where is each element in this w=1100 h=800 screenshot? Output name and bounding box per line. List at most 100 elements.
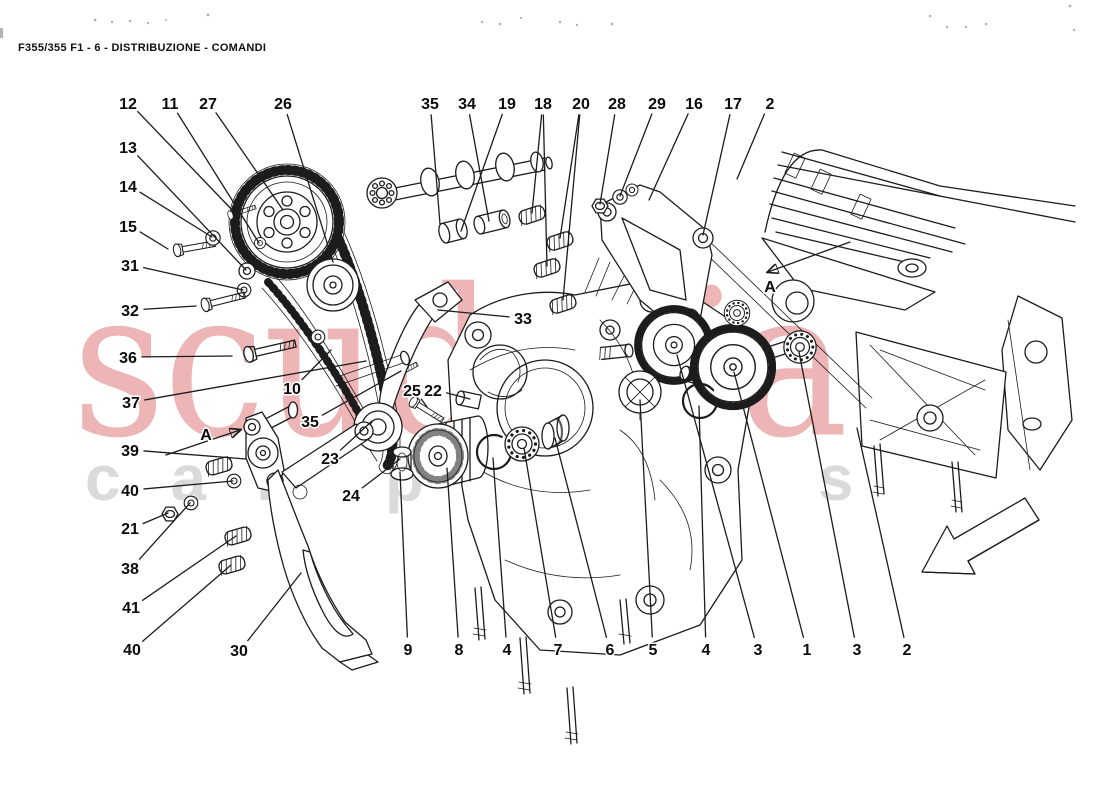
leader-line-25 [420, 398, 428, 408]
leader-line-40 [143, 480, 234, 490]
callout-39: 39 [121, 443, 139, 460]
leader-line-23 [339, 420, 373, 451]
callout-21: 21 [121, 521, 139, 538]
callout-24: 24 [342, 488, 360, 505]
callout-30: 30 [230, 643, 248, 660]
callout-35: 35 [421, 96, 439, 113]
leader-line-7 [523, 447, 557, 638]
callout-2: 2 [766, 96, 775, 113]
callout-19: 19 [498, 96, 516, 113]
support-bracket [597, 184, 714, 346]
callout-12: 12 [119, 96, 137, 113]
callout-9: 9 [404, 642, 413, 659]
leader-line-33 [437, 309, 510, 318]
leader-line-12 [137, 110, 237, 215]
leader-line-4 [698, 405, 707, 638]
callout-13: 13 [119, 140, 137, 157]
spacer-bush [541, 414, 570, 450]
callout-11: 11 [162, 96, 179, 113]
tensioner-roller [306, 258, 360, 312]
leader-line-3 [798, 351, 855, 638]
callout-3: 3 [853, 642, 862, 659]
left-fasteners [161, 202, 411, 576]
leader-line-35 [321, 370, 402, 416]
callout-28: 28 [608, 96, 626, 113]
paper-specks [0, 4, 1076, 38]
callout-8: 8 [455, 642, 464, 659]
leader-line-4 [492, 457, 507, 638]
callout-16: 16 [685, 96, 703, 113]
leader-line-37 [144, 360, 367, 401]
leader-line-34 [468, 114, 490, 222]
leader-line-31 [143, 266, 244, 291]
leader-line-38 [138, 502, 191, 560]
callout-6: 6 [606, 642, 615, 659]
callout-20: 20 [572, 96, 590, 113]
leader-line-10 [301, 349, 332, 381]
callout-23: 23 [321, 451, 339, 468]
callout-1: 1 [803, 642, 812, 659]
callout-5: 5 [649, 642, 658, 659]
leader-line-21 [142, 512, 169, 525]
leader-line-32 [143, 305, 197, 310]
leader-line-8 [446, 467, 459, 638]
leader-line-20 [559, 114, 580, 239]
reference-arrow-A-0 [165, 430, 240, 456]
reference-letters-layer: AA [165, 241, 851, 456]
callout-4: 4 [503, 642, 512, 659]
reference-arrow-A-1 [768, 241, 851, 272]
circlip-large [681, 382, 719, 420]
callout-18: 18 [534, 96, 552, 113]
mid-hardware [385, 183, 639, 426]
leader-line-6 [554, 437, 608, 639]
timing-gears [599, 299, 818, 420]
leader-line-9 [399, 471, 409, 638]
leader-line-5 [639, 399, 653, 638]
leader-line-29 [619, 113, 653, 197]
callout-27: 27 [199, 96, 217, 113]
leader-line-2 [856, 427, 905, 638]
callout-33: 33 [514, 311, 532, 328]
leader-line-17 [702, 114, 731, 236]
leader-line-18 [542, 114, 548, 267]
leader-line-39 [143, 450, 247, 460]
callout-35: 35 [301, 414, 319, 431]
callout-25: 25 [403, 383, 421, 400]
camshaft-pulley [240, 175, 334, 269]
reference-letter-A-0: A [200, 427, 212, 444]
callout-7: 7 [554, 642, 563, 659]
tensioner-lever [267, 469, 379, 671]
leader-line-19 [460, 113, 503, 232]
leader-line-2 [736, 113, 766, 180]
callout-40: 40 [121, 483, 139, 500]
callout-34: 34 [458, 96, 476, 113]
leader-line-35 [430, 114, 441, 225]
callout-2: 2 [903, 642, 912, 659]
callout-14: 14 [119, 179, 137, 196]
callout-3: 3 [754, 642, 763, 659]
callout-32: 32 [121, 303, 139, 320]
callout-37: 37 [122, 395, 140, 412]
callout-31: 31 [121, 258, 139, 275]
callout-36: 36 [119, 350, 137, 367]
reference-letter-A-1: A [764, 279, 776, 296]
callout-40: 40 [123, 642, 141, 659]
callout-38: 38 [121, 561, 139, 578]
camshaft [366, 151, 553, 209]
leader-line-30 [247, 572, 302, 642]
leader-line-22 [445, 392, 471, 400]
leader-line-3 [676, 354, 755, 639]
engine-cover [699, 149, 1076, 513]
leader-line-15 [139, 231, 169, 250]
direction-arrow [921, 497, 1040, 575]
callout-10: 10 [283, 381, 301, 398]
seal-ring [618, 370, 662, 414]
leader-line-18 [531, 114, 543, 214]
callout-22: 22 [424, 383, 442, 400]
leader-line-24 [361, 458, 401, 489]
page-title: F355/355 F1 - 6 - DISTRIBUZIONE - COMAND… [18, 42, 267, 54]
callout-17: 17 [724, 96, 742, 113]
